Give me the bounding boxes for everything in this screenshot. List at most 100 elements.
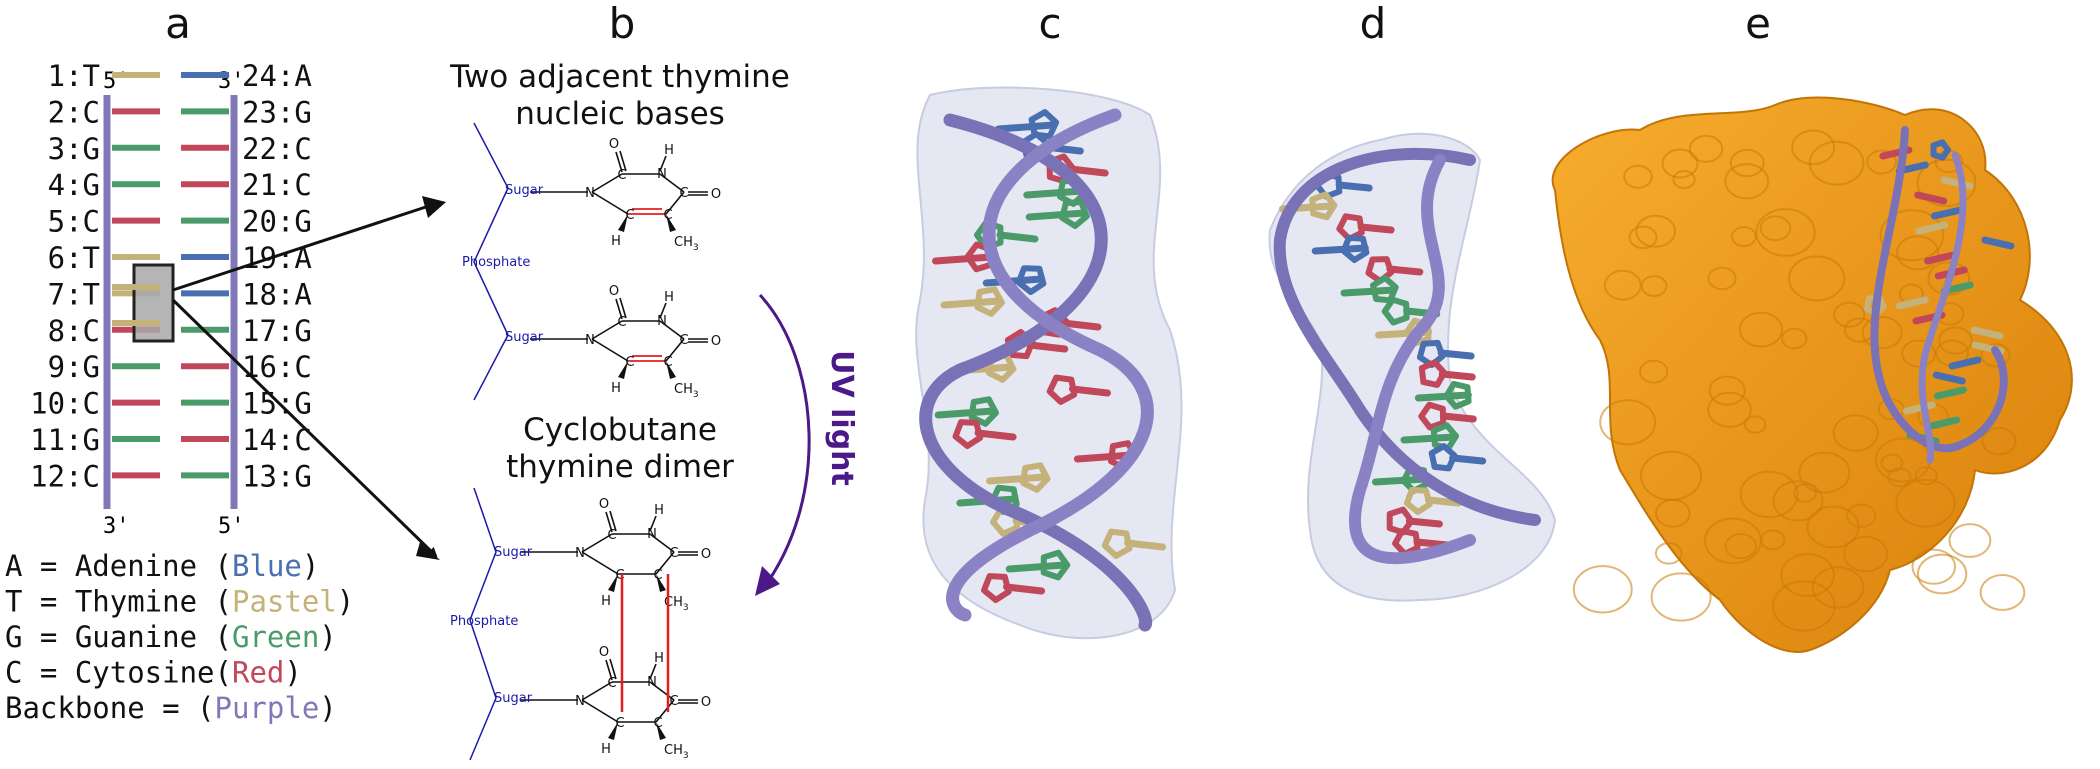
dna-backbone-e1 [1870, 126, 2008, 453]
atom-label: C [617, 315, 626, 330]
protein-surface-bump [1772, 480, 1824, 522]
atom-label: C [615, 716, 624, 731]
bond [659, 302, 667, 319]
legend-entry: A = Adenine (Blue) [5, 549, 319, 583]
panel-letter-d: d [1360, 0, 1387, 48]
bond [581, 551, 619, 575]
legend-entry: T = Thymine (Pastel) [5, 585, 354, 619]
left-strand-label: 10:C [30, 387, 100, 421]
bond [591, 320, 623, 340]
left-strand-label: 2:C [48, 95, 100, 129]
wedge-bond [656, 574, 666, 592]
nucleobase-stick [974, 429, 1017, 441]
nucleobase-stick [1895, 296, 1929, 310]
wedge-bond [666, 361, 676, 379]
right-strand-label: 22:C [242, 132, 312, 166]
bond [609, 658, 617, 680]
sugar-label-1: Sugar [505, 183, 544, 198]
atom-label: O [711, 187, 721, 202]
protein-surface-bump [1640, 275, 1668, 297]
phosphate-label-2: Phosphate [450, 614, 518, 629]
atom-label: H [611, 381, 621, 396]
methyl-subscript: 3 [683, 751, 689, 761]
protein-surface-bump [1739, 470, 1799, 519]
legend-suffix: ) [337, 585, 354, 619]
atom-label: C [669, 546, 678, 561]
arrow-to-cyclobutane-dimer [171, 298, 438, 558]
nucleobase-stick [1439, 412, 1477, 423]
nucleobase-stick [996, 231, 1039, 243]
legend-suffix: ) [319, 620, 336, 654]
protein-surface-bump [1759, 215, 1792, 242]
protein-surface-bump [1781, 327, 1808, 350]
nucleobase-stick [1438, 370, 1476, 381]
atom-label: C [617, 168, 626, 183]
wedge-bond [656, 722, 666, 740]
legend-prefix: G = Guanine ( [5, 620, 232, 654]
right-strand-label: 24:A [242, 59, 312, 93]
bond [619, 150, 627, 172]
atom-label: O [609, 284, 619, 299]
atom-label: H [654, 503, 664, 518]
legend-entry: G = Guanine (Green) [5, 620, 337, 654]
methyl-ch: CH [674, 235, 693, 250]
methyl-subscript: 3 [693, 390, 699, 400]
title-adjacent-line2: nucleic bases [515, 96, 725, 132]
protein-surface-bump [1730, 226, 1757, 248]
bond [591, 173, 623, 193]
nucleobase-stick [994, 121, 1057, 133]
methyl-label: CH3 [674, 235, 699, 253]
atom-label: C [625, 355, 634, 370]
atom-label: C [679, 186, 688, 201]
arrowhead-top [422, 196, 446, 218]
atom-label: O [599, 497, 609, 512]
protein-surface-bump [1623, 164, 1653, 189]
nucleobase-stick [1371, 475, 1429, 486]
atom-label: H [601, 594, 611, 609]
left-strand-label: 8:C [48, 314, 100, 348]
protein-surface-bump [1707, 391, 1752, 428]
methyl-label: CH3 [674, 382, 699, 400]
legend-prefix: A = Adenine ( [5, 549, 232, 583]
atom-label: C [607, 528, 616, 543]
title-dimer-line1: Cyclobutane [523, 412, 717, 448]
protein-surface-bump [1628, 225, 1658, 250]
methyl-subscript: 3 [693, 243, 699, 253]
protein-surface-bump [1798, 451, 1851, 494]
atom-label: O [609, 137, 619, 152]
left-strand-label: 7:T [48, 277, 100, 311]
bond [659, 173, 685, 193]
protein-surface-bump [1650, 572, 1712, 622]
protein-surface-bump [1846, 503, 1877, 529]
atom-label: H [664, 143, 674, 158]
methyl-subscript: 3 [683, 603, 689, 613]
sugar-label-3: Sugar [494, 545, 533, 560]
protein-surface-bump [1861, 316, 1903, 350]
nucleobase-stick [1437, 349, 1475, 360]
nucleobase-stick [1340, 286, 1398, 297]
atom-label: C [663, 208, 672, 223]
bond [649, 515, 657, 532]
panel-c-dna-duplex [915, 86, 1183, 640]
bond [665, 191, 685, 215]
legend-suffix: ) [302, 549, 319, 583]
atom-label: N [575, 694, 585, 709]
atom-label: O [711, 334, 721, 349]
backbone-line-top [473, 122, 509, 401]
nucleobase-ring [1428, 443, 1458, 472]
panel-d-kinked-dna [1268, 132, 1557, 602]
backbone-ribbon-2 [946, 108, 1154, 622]
protein-surface-bump [1866, 149, 1898, 175]
atom-label: N [575, 546, 585, 561]
atom-label: O [701, 695, 711, 710]
left-strand-label: 3:G [48, 132, 100, 166]
nucleobase-stick [1932, 371, 1966, 385]
bond [605, 659, 613, 681]
protein-surface-bump [1655, 498, 1691, 528]
left-strand-label: 1:T [48, 59, 100, 93]
atom-label: N [647, 527, 657, 542]
atom-label: O [701, 547, 711, 562]
bond [609, 510, 617, 532]
legend-a: A = Adenine (Blue)T = Thymine (Pastel)G … [5, 549, 354, 725]
